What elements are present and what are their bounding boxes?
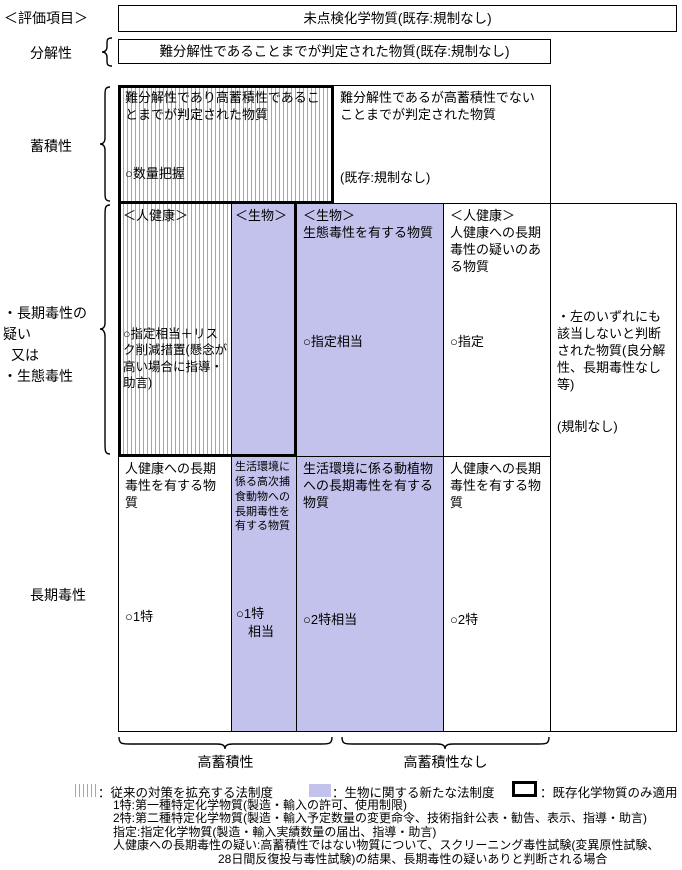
chronic-human-high-action: ○1特 — [125, 609, 154, 624]
suspect-bio-cell: ＜生物＞ 生態毒性を有する物質 ○指定相当 — [296, 203, 444, 457]
legend-blue-swatch — [309, 784, 331, 797]
footnote-2toku: 2特:第二種特定化学物質(製造・輸入予定数量の変更命令、技術指針公表・勧告、表示… — [113, 811, 648, 826]
chronic-predator-cell: 生活環境に係る高次捕食動物への長期毒性を有する物質 ○1特 相当 — [231, 456, 297, 732]
footnotes: 1特:第一種特定化学物質(製造・輸入の許可、使用制限) 2特:第二種特定化学物質… — [113, 798, 660, 866]
legend-thick-border-swatch — [512, 781, 537, 797]
high-accumulation-box: 難分解性であり高蓄積性であることまでが判定された物質 ○数量把握 — [118, 85, 334, 204]
chronic-human-action: ○2特 — [450, 612, 479, 627]
chronic-predator-action-line1: ○1特 — [236, 606, 265, 621]
unchecked-substances-box: 未点検化学物質(既存:規制なし) — [118, 5, 677, 32]
suspect-human-text: 人健康への長期毒性の疑いのある物質 — [450, 224, 542, 274]
chronic-predator-action: ○1特 相当 — [236, 605, 274, 640]
suspect-human-high-header: ＜人健康＞ — [123, 208, 189, 223]
chronic-human-high-text: 人健康への長期毒性を有する物質 — [125, 461, 217, 510]
not-applicable-cell: ・左のいずれにも該当しないと判断された物質(良分解性、長期毒性なし等) (規制な… — [550, 203, 677, 732]
suspect-human-action: ○指定 — [450, 334, 484, 349]
not-high-accumulation-text: 難分解性であるが高蓄積性でないことまでが判定された物質 — [340, 90, 535, 122]
accumulation-label: 蓄積性 — [30, 138, 72, 154]
suspect-bio-action: ○指定相当 — [303, 334, 363, 349]
not-applicable-note: (規制なし) — [557, 419, 618, 435]
suspect-bio-text: 生態毒性を有する物質 — [303, 224, 434, 240]
not-applicable-text: ・左のいずれにも該当しないと判断された物質(良分解性、長期毒性なし等) — [557, 309, 666, 392]
footnote-shitei: 指定:指定化学物質(製造・輸入実績数量の届出、指導・助言) — [113, 824, 437, 839]
chronic-toxicity-label: 長期毒性 — [30, 587, 86, 603]
evaluation-items-label: ＜評価項目＞ — [4, 10, 88, 26]
footnote-suspect-line2: 28日間反復投与毒性試験)の結果、長期毒性の疑いありと判断される場合 — [218, 851, 608, 866]
chronic-predator-text: 生活環境に係る高次捕食動物への長期毒性を有する物質 — [235, 461, 290, 533]
legend-blue-label: ：生物に関する新たな法制度 — [332, 786, 495, 800]
suspect-bio-narrow-header: ＜生物＞ — [235, 208, 288, 223]
chronic-suspect-label: ・長期毒性の疑い 又は ・生態毒性 — [3, 303, 95, 387]
not-high-accumulation-note: (既存:規制なし) — [340, 170, 431, 185]
brace-chronic-suspect-icon — [99, 204, 111, 455]
chronic-suspect-label-line1: ・長期毒性の疑い — [3, 305, 87, 342]
suspect-bio-narrow-cell: ＜生物＞ — [231, 203, 297, 457]
unchecked-substances-text: 未点検化学物質(既存:規制なし) — [303, 10, 492, 26]
quantity-grasp-action: ○数量把握 — [125, 166, 185, 181]
suspect-human-header: ＜人健康＞ — [450, 208, 516, 223]
brace-decomposability-icon — [101, 37, 113, 67]
chronic-flora-fauna-action: ○2特相当 — [303, 612, 358, 627]
chronic-predator-action-line2: 相当 — [248, 623, 275, 639]
chronic-flora-fauna-cell: 生活環境に係る動植物への長期毒性を有する物質 ○2特相当 — [296, 456, 444, 732]
high-accumulation-group-label: 高蓄積性 — [197, 754, 254, 770]
suspect-bio-header: ＜生物＞ — [303, 208, 356, 223]
no-high-accumulation-group-label: 高蓄積性なし — [403, 754, 488, 770]
suspect-human-high-action: ○指定相当＋リスク削減措置(懸念が高い場合に指導・助言) — [123, 327, 228, 390]
underbrace-no-high-accumulation-icon — [341, 736, 550, 750]
underbrace-high-accumulation-icon — [118, 736, 333, 750]
chronic-flora-fauna-text: 生活環境に係る動植物への長期毒性を有する物質 — [303, 461, 434, 510]
chronic-suspect-label-line3: ・生態毒性 — [3, 368, 73, 384]
chronic-human-high-cell: 人健康への長期毒性を有する物質 ○1特 — [118, 456, 232, 732]
legend-thick-border-label: ：既存化学物質のみ適用 — [540, 786, 678, 800]
legend-hatched-label: ：従来の対策を拡充する法制度 — [98, 786, 274, 800]
chronic-human-cell: 人健康への長期毒性を有する物質 ○2特 — [443, 456, 551, 732]
brace-accumulation-icon — [99, 86, 111, 202]
legend-hatched-swatch — [75, 784, 97, 797]
not-high-accumulation-box: 難分解性であるが高蓄積性でないことまでが判定された物質 (既存:規制なし) — [333, 85, 551, 204]
decomposability-label: 分解性 — [30, 45, 72, 61]
chronic-suspect-label-line2: 又は — [11, 347, 39, 363]
footnote-suspect-line1: 人健康への長期毒性の疑い:高蓄積性ではない物質について、スクリーニング毒性試験(… — [113, 838, 660, 853]
suspect-human-high-cell: ＜人健康＞ ○指定相当＋リスク削減措置(懸念が高い場合に指導・助言) — [118, 203, 232, 457]
high-accumulation-text: 難分解性であり高蓄積性であることまでが判定された物質 — [125, 90, 320, 122]
suspect-human-cell: ＜人健康＞ 人健康への長期毒性の疑いのある物質 ○指定 — [443, 203, 551, 457]
persistent-substances-box: 難分解性であることまでが判定された物質(既存:規制なし) — [118, 39, 551, 64]
persistent-substances-text: 難分解性であることまでが判定された物質(既存:規制なし) — [159, 43, 510, 59]
footnote-1toku: 1特:第一種特定化学物質(製造・輸入の許可、使用制限) — [113, 798, 408, 812]
chronic-human-text: 人健康への長期毒性を有する物質 — [450, 461, 542, 510]
